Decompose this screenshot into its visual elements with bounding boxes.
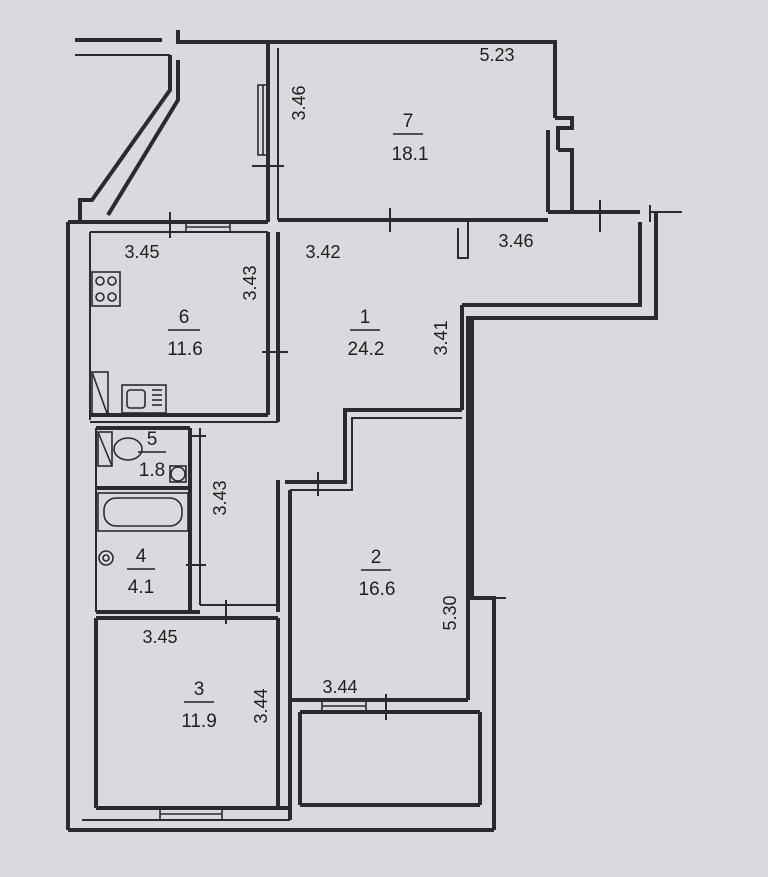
room-3-label: 3 11.9 [181,679,217,732]
sink-icon [121,384,167,414]
dim-345-room3: 3.45 [142,627,177,647]
stove-icon [91,271,121,307]
dim-343-room6: 3.43 [240,265,260,300]
room-5-area: 1.8 [139,460,165,481]
fixtures [91,271,189,566]
dim-344-room3: 3.44 [251,688,271,723]
room-7-label: 7 18.1 [392,111,429,165]
room-3-number: 3 [194,679,205,700]
dim-530-room2: 5.30 [440,595,460,630]
washing-machine-icon [98,550,114,566]
dim-345-room6: 3.45 [124,242,159,262]
room-7-area: 18.1 [392,144,429,165]
room-5-number: 5 [147,429,158,450]
room-6-number: 6 [179,307,190,328]
room-2-number: 2 [371,547,382,568]
bathtub-icon [97,492,189,532]
room-1-number: 1 [360,307,371,328]
room-labels: 7 18.1 6 11.6 1 24.2 5 1.8 4 4.1 2 16.6 [127,111,428,732]
room-5-label: 5 1.8 [138,429,166,481]
room-4-label: 4 4.1 [127,546,155,598]
room-1-label: 1 24.2 [348,307,385,360]
cabinet-icon [91,371,109,417]
room-1-area: 24.2 [348,339,385,360]
washbasin-icon [169,465,187,483]
dim-344-room2: 3.44 [322,677,357,697]
room-4-number: 4 [136,546,147,567]
windows [159,84,367,821]
dim-343-bath: 3.43 [210,480,230,515]
door-marks [169,165,601,720]
dim-341-room1: 3.41 [431,320,451,355]
room-6-area: 11.6 [167,339,203,360]
toilet-icon [97,431,143,467]
room-3-area: 11.9 [181,711,217,732]
room-4-area: 4.1 [128,577,154,598]
dim-342-room1: 3.42 [305,242,340,262]
dim-346-corridor: 3.46 [498,231,533,251]
room-7-number: 7 [403,111,414,132]
dim-346-room7: 3.46 [289,85,309,120]
walls [66,30,682,832]
dimension-labels: 5.23 3.46 3.45 3.43 3.42 3.46 3.41 3.43 … [124,45,533,724]
dim-523: 5.23 [479,45,514,65]
room-2-label: 2 16.6 [359,547,396,600]
room-6-label: 6 11.6 [167,307,203,360]
room-2-area: 16.6 [359,579,396,600]
